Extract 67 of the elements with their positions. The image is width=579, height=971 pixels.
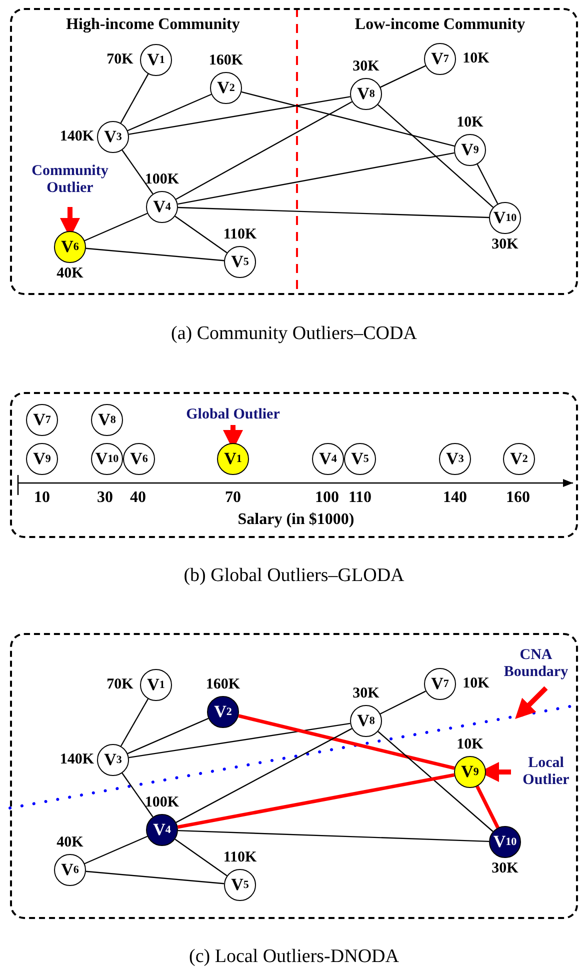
value-label: 110K [223, 226, 257, 244]
edge-line [122, 772, 154, 818]
value-label: 70K [106, 52, 134, 68]
edge-line [127, 718, 209, 754]
edge-line [178, 152, 454, 205]
edge-line [176, 101, 352, 200]
tick-label: 30 [97, 489, 113, 507]
panel-caption: (a) Community Outliers–CODA [170, 323, 418, 345]
highlighted-edge [476, 786, 500, 828]
arrow [515, 686, 548, 719]
value-label: 140K [60, 752, 94, 768]
edge-line [378, 104, 494, 208]
value-label: 30K [352, 686, 380, 702]
edge-line [120, 698, 149, 746]
tick-label: 10 [34, 489, 50, 507]
panel-caption: (c) Local Outliers-DNODA [188, 946, 400, 968]
tick-label: 140 [443, 489, 467, 507]
panel-caption: (b) Global Outliers–GLODA [182, 565, 406, 587]
edge-line [120, 74, 149, 124]
value-label: 30K [352, 58, 380, 76]
edge-line [127, 94, 212, 132]
value-label: 10K [456, 736, 484, 754]
axis-title: Salary (in $1000) [238, 511, 354, 529]
value-label: 10K [462, 50, 490, 68]
value-label: 160K [206, 676, 240, 694]
value-label: 110K [223, 850, 257, 866]
edge-line [174, 216, 228, 254]
edge-line [84, 212, 148, 242]
tick-label: 110 [348, 489, 372, 507]
edge-line [176, 728, 352, 823]
value-label: 140K [60, 128, 94, 146]
annotation-text: CNA Boundary [496, 646, 576, 682]
edge-line [378, 731, 494, 832]
annotation-text: Local Outlier [514, 754, 578, 790]
value-label: 100K [144, 172, 180, 188]
value-label: 30K [492, 236, 518, 254]
edge-line [178, 206, 490, 218]
tick-label: 40 [130, 489, 146, 507]
annotation-text: Community Outlier [15, 162, 125, 198]
edge-line [84, 836, 148, 864]
value-label: 70K [106, 676, 134, 694]
edge-line [122, 150, 154, 194]
edge-line [86, 870, 224, 884]
edge-line [380, 65, 426, 88]
value-label: 100K [144, 794, 180, 812]
edge-line [241, 91, 455, 147]
edge-line [174, 838, 228, 876]
value-label: 10K [462, 676, 490, 692]
tick-label: 100 [315, 489, 339, 507]
value-label: 40K [56, 266, 84, 282]
value-label: 160K [208, 52, 244, 70]
value-label: 10K [456, 114, 484, 132]
region-label: High-income Community [66, 16, 240, 34]
edge-line [128, 96, 350, 135]
highlighted-edge [238, 714, 455, 770]
value-label: 40K [56, 834, 84, 852]
value-label: 30K [492, 860, 518, 878]
edge-line [178, 830, 490, 842]
highlighted-edge [177, 773, 455, 829]
edge-line [380, 690, 426, 714]
tick-label: 70 [225, 489, 241, 507]
edge-line [128, 722, 350, 758]
edge-line [476, 164, 498, 204]
annotation-text: Global Outlier [178, 406, 288, 424]
edge-line [86, 248, 224, 262]
region-label: Low-income Community [354, 16, 526, 34]
tick-label: 160 [506, 489, 530, 507]
